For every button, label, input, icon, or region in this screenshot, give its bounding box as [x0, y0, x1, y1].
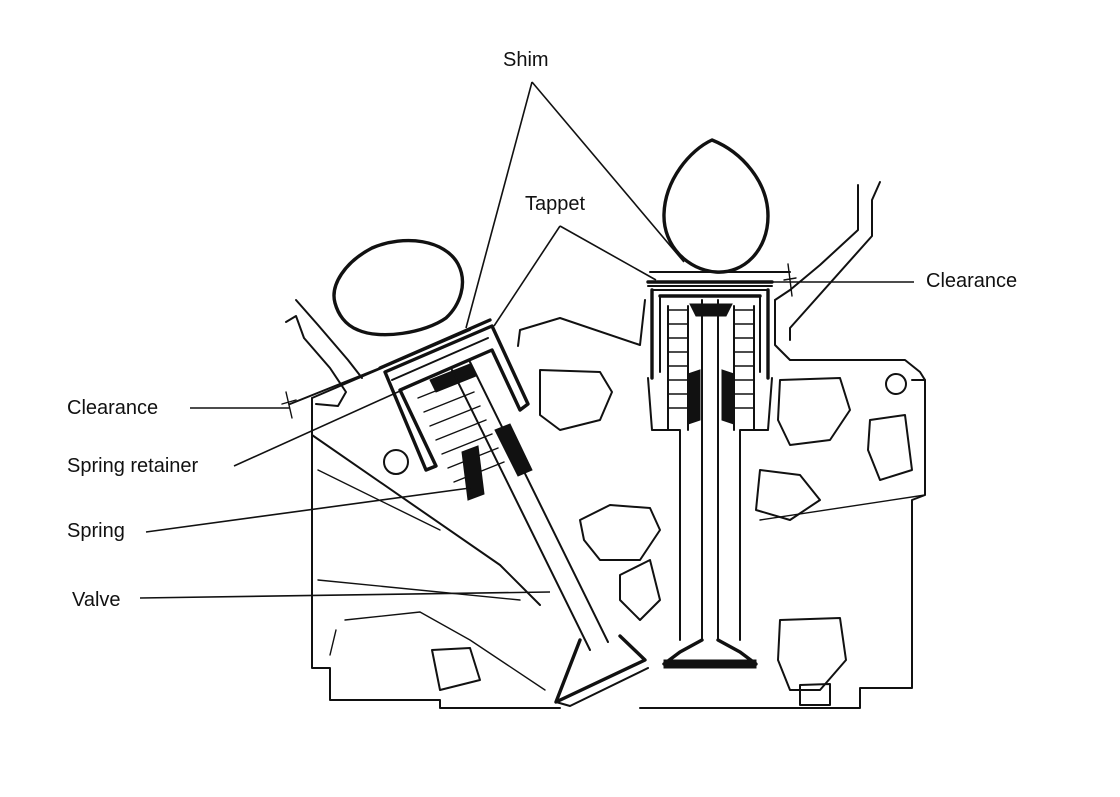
label-tappet: Tappet [525, 193, 586, 215]
label-clearance-right: Clearance [926, 270, 1018, 292]
right-tappet [650, 288, 770, 380]
label-clearance-left: Clearance [67, 397, 159, 419]
left-valve-head [554, 634, 647, 704]
left-valve-stem [451, 361, 609, 651]
label-spring: Spring [67, 520, 125, 542]
left-valve-assembly [378, 318, 649, 707]
right-camshaft-lobe [662, 138, 770, 274]
label-valve: Valve [72, 589, 121, 611]
spring-leader [145, 487, 471, 533]
tappet-leader-left [493, 225, 561, 327]
right-valve-stem [701, 299, 719, 641]
cylinder-head-casting [285, 181, 926, 709]
shim-leader-left [465, 81, 533, 329]
left-shim [378, 318, 492, 370]
label-shim: Shim [503, 49, 549, 71]
left-camshaft-lobe [332, 238, 465, 337]
shim-leader-right [531, 81, 685, 263]
valve-leader [139, 591, 551, 599]
label-spring-retainer: Spring retainer [67, 455, 199, 477]
left-tappet [383, 324, 530, 472]
right-valve-assembly [646, 280, 774, 669]
left-clearance-marker [281, 367, 381, 419]
right-spring [667, 309, 755, 409]
leader-lines [139, 81, 914, 599]
right-spring-retainer [689, 303, 733, 317]
tappet-leader-right [559, 225, 657, 281]
right-clearance-marker [649, 263, 797, 297]
spring-retainer-leader [233, 381, 421, 467]
